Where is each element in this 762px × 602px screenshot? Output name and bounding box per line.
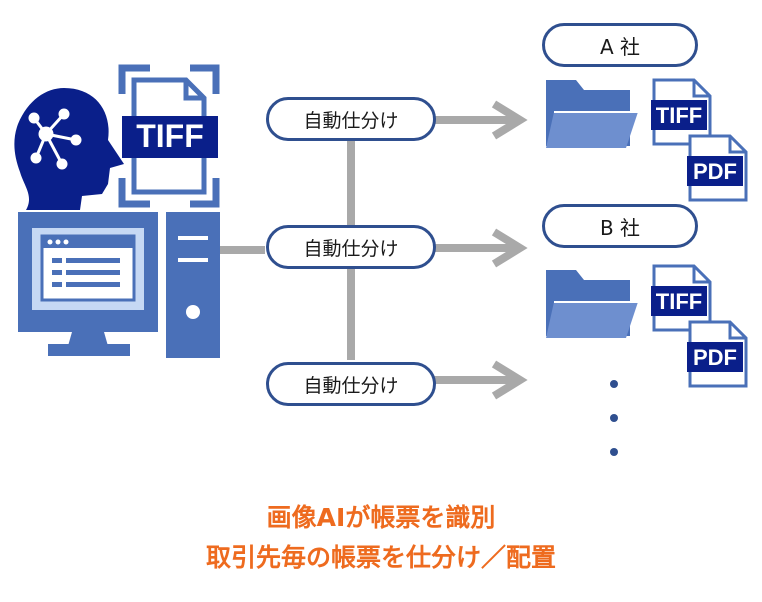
caption-line-2: 取引先毎の帳票を仕分け／配置 — [205, 543, 556, 572]
company-b-pdf-file-icon — [687, 320, 748, 388]
monitor-icon — [18, 212, 158, 356]
company-a-tiff-file-icon — [651, 78, 712, 146]
arrow-heads — [491, 100, 528, 400]
company-a-label: A 社 — [542, 23, 698, 67]
pc-tower-icon — [166, 212, 220, 358]
company-a-pdf-label: PDF — [693, 159, 737, 184]
tiff-scan-icon — [118, 64, 220, 208]
company-b-tiff-label: TIFF — [656, 289, 702, 314]
company-b-label: B 社 — [542, 204, 698, 248]
company-a-folder-icon — [545, 79, 639, 149]
company-b-pdf-label: PDF — [693, 345, 737, 370]
continuation-dots — [610, 380, 618, 456]
auto-sort-label-2: 自動仕分け — [266, 225, 436, 269]
caption-line-1: 画像AIが帳票を識別 — [266, 503, 496, 532]
ai-brain-head-icon — [14, 88, 124, 210]
connector-lines — [215, 116, 515, 384]
auto-sort-label-1: 自動仕分け — [266, 97, 436, 141]
auto-sort-label-3: 自動仕分け — [266, 362, 436, 406]
company-b-tiff-file-icon — [651, 264, 712, 332]
tiff-scan-label: TIFF — [136, 118, 204, 154]
company-b-folder-icon — [545, 269, 639, 339]
company-a-tiff-label: TIFF — [656, 103, 702, 128]
company-a-pdf-file-icon — [687, 134, 748, 202]
